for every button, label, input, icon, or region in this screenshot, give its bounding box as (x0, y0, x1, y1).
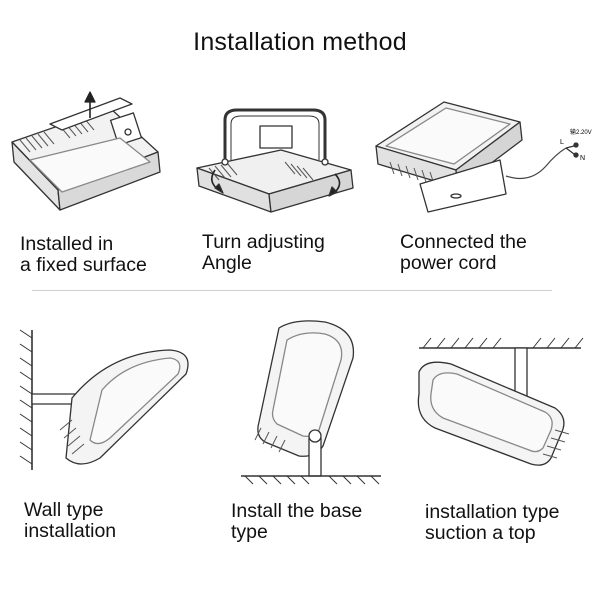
caption-line: type (231, 521, 268, 543)
caption-line: a fixed surface (20, 254, 147, 276)
step-adjust-angle (185, 90, 365, 230)
section-divider (32, 290, 552, 291)
page-title: Installation method (193, 28, 407, 56)
power-cord-illustration: L N 输2.20V (375, 101, 592, 213)
adjust-angle-illustration (196, 108, 354, 213)
caption-line: installation type (425, 501, 560, 523)
caption-line: Angle (202, 252, 252, 274)
caption-line: Installed in (20, 233, 114, 255)
caption-line: Turn adjusting (202, 231, 325, 253)
wall-mount-illustration (19, 329, 189, 470)
wire-live-label: L (560, 139, 564, 146)
step-fixed-surface (0, 90, 200, 230)
caption-line: suction a top (425, 522, 536, 544)
caption-line: installation (24, 520, 117, 542)
caption-adjust-angle: Turn adjusting Angle (202, 232, 325, 274)
step-ceiling-mount (405, 330, 595, 480)
fixed-surface-illustration (11, 91, 161, 211)
ceiling-mount-illustration (417, 337, 584, 466)
caption-line: Wall type (24, 499, 104, 521)
step-base-mount (225, 318, 395, 493)
caption-ceiling-mount: installation type suction a top (425, 502, 559, 544)
caption-base-mount: Install the base type (231, 501, 362, 543)
caption-line: power cord (400, 252, 497, 274)
caption-line: Connected the (400, 231, 527, 253)
caption-line: Install the base (231, 500, 363, 522)
caption-wall-mount: Wall type installation (24, 500, 116, 542)
wire-voltage-label: 输2.20V (570, 128, 592, 136)
base-mount-illustration (241, 320, 381, 485)
caption-fixed-surface: Installed in a fixed surface (20, 234, 147, 276)
step-wall-mount (10, 329, 210, 480)
step-power-cord: L N 输2.20V (370, 88, 600, 228)
wire-neutral-label: N (580, 155, 585, 162)
caption-power-cord: Connected the power cord (400, 232, 527, 274)
